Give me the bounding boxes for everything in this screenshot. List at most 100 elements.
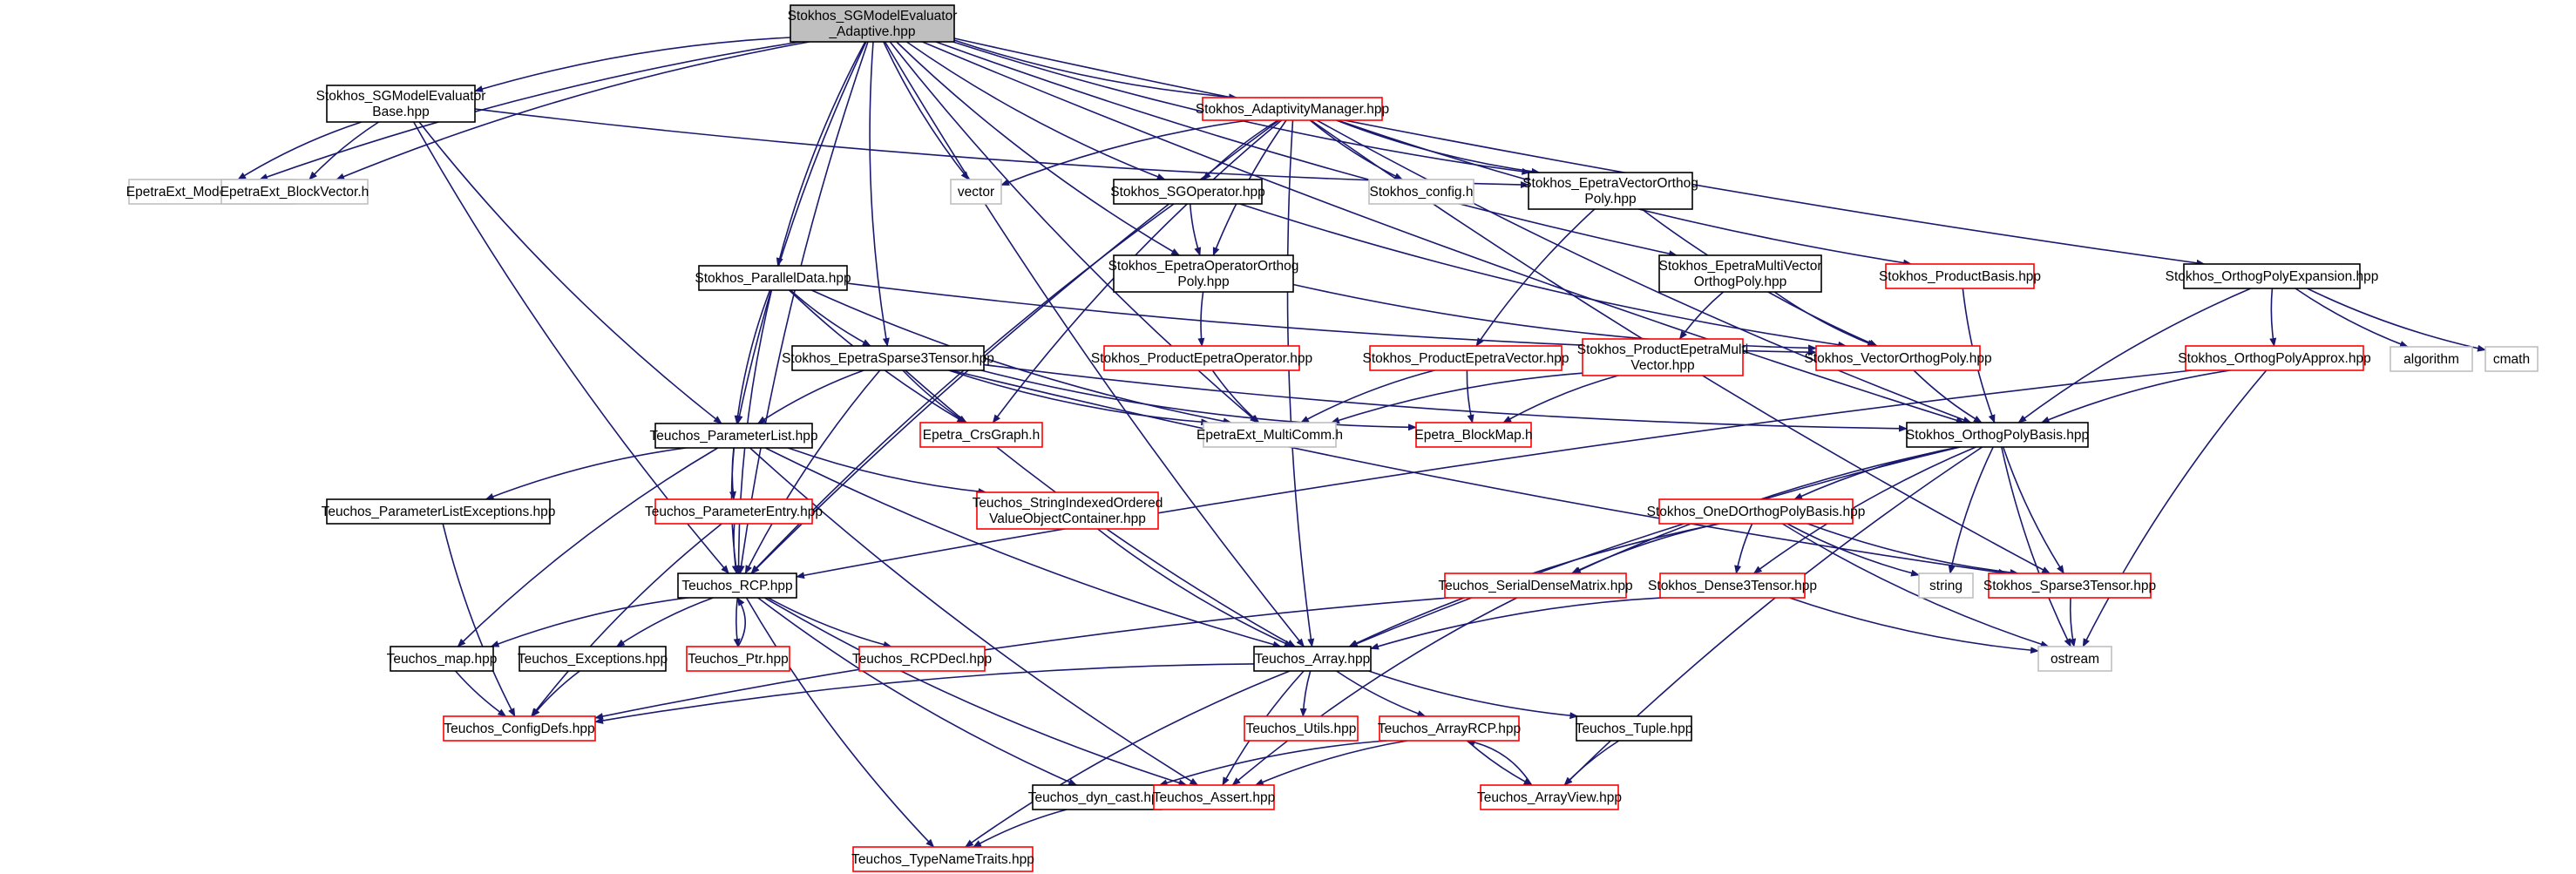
node-sdm[interactable]: Teuchos_SerialDenseMatrix.hpp: [1438, 573, 1633, 599]
node-vop[interactable]: Stokhos_VectorOrthogPoly.hpp: [1804, 345, 1992, 371]
node-strind[interactable]: Teuchos_StringIndexedOrderedValueObjectC…: [973, 491, 1163, 530]
node-sgop[interactable]: Stokhos_SGOperator.hpp: [1110, 179, 1265, 205]
edge-array-to-utils: [1299, 670, 1312, 717]
edge-ssparse3-to-ostream: [2069, 597, 2077, 647]
node-box: [1444, 573, 1627, 599]
edge-plistexc-to-configdefs: [442, 523, 516, 717]
node-exc[interactable]: Teuchos_Exceptions.hpp: [518, 646, 668, 672]
edge-root-to-plist: [736, 41, 867, 424]
node-dyncast[interactable]: Teuchos_dyn_cast.hpp: [1028, 784, 1167, 810]
edge-pepmv-to-blockmap: [1502, 375, 1619, 423]
node-box: [326, 85, 476, 123]
node-label: Teuchos_Utils.hpp: [1246, 722, 1357, 736]
node-box: [1244, 715, 1359, 742]
node-label: algorithm: [2403, 352, 2459, 367]
edge-array-to-typename: [964, 670, 1291, 848]
node-root[interactable]: Stokhos_SGModelEvaluator_Adaptive.hpp: [788, 4, 958, 43]
edge-rcp-to-ptr: [733, 597, 741, 647]
node-rcp[interactable]: Teuchos_RCP.hpp: [677, 573, 797, 599]
node-adapt[interactable]: Stokhos_AdaptivityManager.hpp: [1196, 97, 1389, 121]
edge-rcp-to-exc: [615, 597, 714, 647]
node-algorithm[interactable]: algorithm: [2390, 346, 2473, 372]
node-box: [390, 646, 494, 672]
node-dense3[interactable]: Stokhos_Dense3Tensor.hpp: [1648, 573, 1817, 599]
edge-root-to-parallel: [776, 41, 866, 267]
edge-pepv-to-multicomm: [1299, 369, 1435, 423]
node-blockmap[interactable]: Epetra_BlockMap.h: [1414, 422, 1533, 448]
edge-sgop-to-vop: [1239, 203, 1847, 349]
edge-root-to-adapt: [953, 39, 1238, 101]
edge-opapprox-to-ostream: [2082, 369, 2268, 647]
node-label: Stokhos_EpetraMultiVector: [1659, 259, 1822, 274]
node-string[interactable]: string: [1918, 573, 1974, 599]
edge-root-to-sgop: [905, 41, 1166, 180]
node-assert[interactable]: Teuchos_Assert.hpp: [1153, 784, 1275, 810]
node-label: string: [1929, 579, 1963, 593]
node-box: [686, 646, 790, 672]
node-pentry[interactable]: Teuchos_ParameterEntry.hpp: [645, 498, 823, 525]
node-prodbasis[interactable]: Stokhos_ProductBasis.hpp: [1879, 263, 2041, 289]
node-plistexc[interactable]: Teuchos_ParameterListExceptions.hpp: [322, 498, 556, 525]
node-label: ostream: [2051, 652, 2099, 667]
node-box: [1369, 345, 1563, 371]
edge-sparse3-to-crs: [902, 369, 967, 423]
node-arrayview[interactable]: Teuchos_ArrayView.hpp: [1477, 784, 1622, 810]
edge-opbasis-to-onedop: [1793, 446, 1960, 500]
node-onedop[interactable]: Stokhos_OneDOrthogPolyBasis.hpp: [1647, 498, 1866, 525]
node-crs[interactable]: Epetra_CrsGraph.h: [919, 422, 1043, 448]
edge-opexp-to-opbasis: [2017, 288, 2252, 423]
node-label: Teuchos_Tuple.hpp: [1576, 722, 1693, 736]
node-tuple[interactable]: Teuchos_Tuple.hpp: [1576, 715, 1693, 742]
node-sparse3[interactable]: Stokhos_EpetraSparse3Tensor.hpp: [782, 345, 994, 371]
edge-arrayview-to-arrayrcp: [1466, 738, 1533, 786]
node-configdefs[interactable]: Teuchos_ConfigDefs.hpp: [443, 715, 596, 742]
node-ostream[interactable]: ostream: [2037, 646, 2112, 672]
edge-rcp-to-rcpdecl: [767, 597, 892, 648]
edge-adapt-to-opbasis: [1316, 119, 1972, 423]
node-utils[interactable]: Teuchos_Utils.hpp: [1244, 715, 1359, 742]
edge-sgop-to-eopop: [1189, 203, 1202, 256]
node-opapprox[interactable]: Stokhos_OrthogPolyApprox.hpp: [2178, 345, 2371, 371]
node-rcpdecl[interactable]: Teuchos_RCPDecl.hpp: [852, 646, 992, 672]
node-label: Teuchos_dyn_cast.hpp: [1028, 790, 1167, 805]
node-box: [976, 491, 1159, 530]
node-box: [2185, 345, 2364, 371]
node-config[interactable]: Stokhos_config.h: [1368, 179, 1474, 205]
node-label: Base.hpp: [372, 105, 430, 119]
node-opbasis[interactable]: Stokhos_OrthogPolyBasis.hpp: [1906, 422, 2089, 448]
node-typename[interactable]: Teuchos_TypeNameTraits.hpp: [851, 846, 1034, 872]
node-cmath[interactable]: cmath: [2484, 346, 2539, 372]
node-parallel[interactable]: Stokhos_ParallelData.hpp: [695, 265, 851, 291]
node-label: Stokhos_OrthogPolyApprox.hpp: [2178, 351, 2370, 366]
node-opexp[interactable]: Stokhos_OrthogPolyExpansion.hpp: [2166, 263, 2379, 289]
node-box: [1032, 784, 1163, 810]
node-label: Stokhos_SGOperator.hpp: [1110, 185, 1265, 200]
node-plist[interactable]: Teuchos_ParameterList.hpp: [649, 423, 818, 449]
node-ptr[interactable]: Teuchos_Ptr.hpp: [686, 646, 790, 672]
node-epblock[interactable]: EpetraExt_BlockVector.h: [220, 179, 369, 205]
node-arrayrcp[interactable]: Teuchos_ArrayRCP.hpp: [1378, 715, 1521, 742]
node-map[interactable]: Teuchos_map.hpp: [387, 646, 498, 672]
edge-evop-to-pepv: [1475, 208, 1596, 347]
edge-root-to-emvop: [935, 41, 1678, 258]
node-vector[interactable]: vector: [950, 179, 1002, 205]
node-label: Epetra_BlockMap.h: [1414, 428, 1532, 443]
node-pepop[interactable]: Stokhos_ProductEpetraOperator.hpp: [1091, 345, 1312, 371]
node-box: [950, 179, 1002, 205]
node-label: Stokhos_EpetraOperatorOrthog: [1108, 259, 1299, 274]
edges-layer: [237, 37, 2486, 848]
node-array[interactable]: Teuchos_Array.hpp: [1253, 646, 1372, 672]
node-pepv[interactable]: Stokhos_ProductEpetraVector.hpp: [1363, 345, 1569, 371]
node-box: [2037, 646, 2112, 672]
node-ssparse3[interactable]: Stokhos_Sparse3Tensor.hpp: [1983, 573, 2156, 599]
edge-opexp-to-opapprox: [2269, 288, 2277, 347]
node-label: OrthogPoly.hpp: [1694, 274, 1787, 289]
node-label: EpetraExt_MultiComm.h: [1196, 428, 1343, 443]
node-multicomm[interactable]: EpetraExt_MultiComm.h: [1196, 422, 1343, 448]
